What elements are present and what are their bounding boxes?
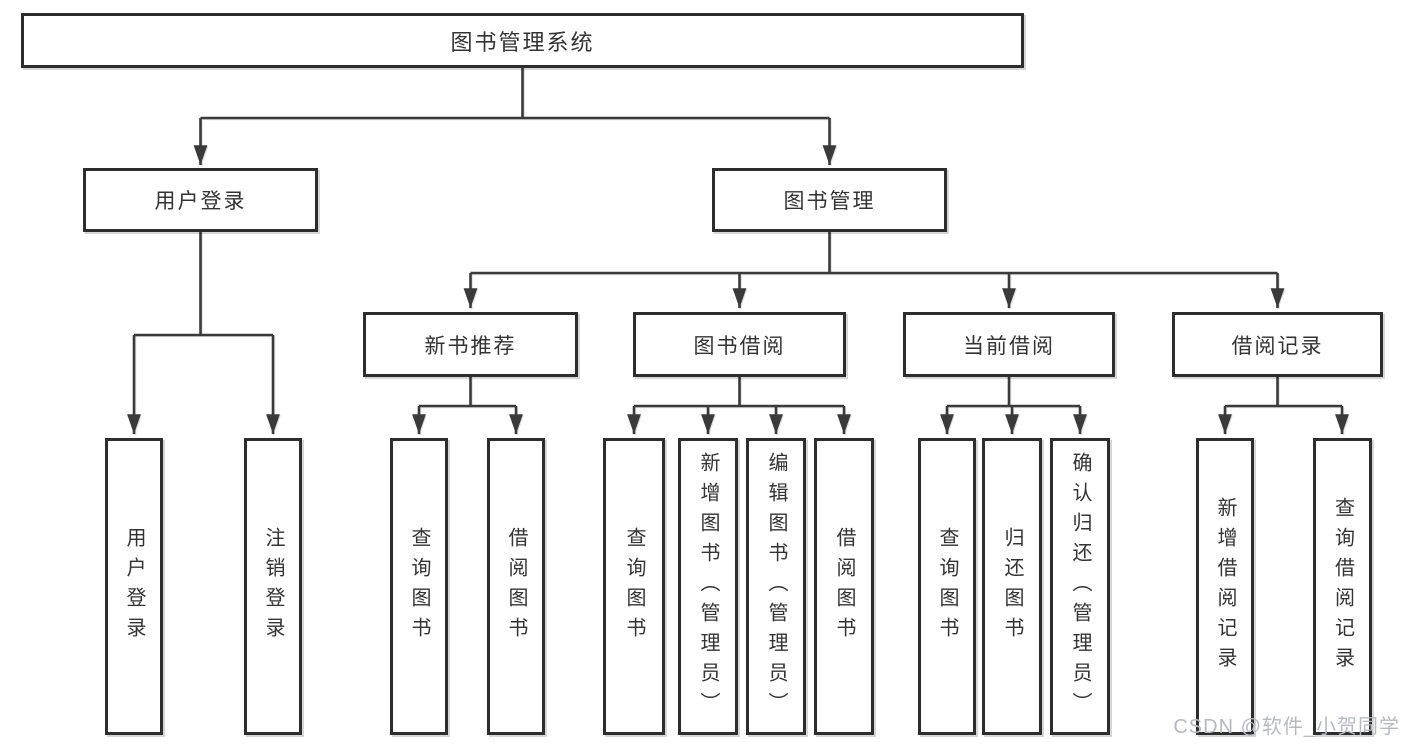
leaf-recommend-borrow-books: 借阅图书 [487,438,545,735]
leaf-borrow-edit-books-admin-label: 编辑图书（管理员） [765,451,787,722]
leaf-records-query-borrow-record-label: 查询借阅记录 [1331,496,1354,677]
connector-book-management-to-children [463,232,1285,308]
leaf-current-return-books-label: 归还图书 [1001,526,1023,647]
connector-root-to-level2 [193,68,837,165]
leaf-logout-label: 注销登录 [262,526,284,647]
node-book-borrow-label: 图书借阅 [693,334,786,358]
node-current-borrow-label: 当前借阅 [963,334,1055,358]
leaf-user-login-label: 用户登录 [123,526,145,647]
leaf-logout: 注销登录 [244,438,302,735]
leaf-borrow-query-books-label: 查询图书 [623,526,645,647]
leaf-borrow-add-books-admin-label: 新增图书（管理员） [697,451,719,722]
leaf-records-add-borrow-record: 新增借阅记录 [1196,438,1254,735]
leaf-current-query-books: 查询图书 [918,438,976,735]
connector-user-login-to-children [127,232,280,434]
node-new-book-recommend-label: 新书推荐 [424,334,517,358]
node-book-management-label: 图书管理 [783,190,876,213]
node-borrow-records-label: 借阅记录 [1231,334,1324,358]
leaf-borrow-borrow-books-label: 借阅图书 [833,526,855,647]
node-user-login: 用户登录 [83,168,318,232]
leaf-recommend-query-books: 查询图书 [390,438,448,735]
node-user-login-label: 用户登录 [154,190,247,213]
leaf-records-query-borrow-record: 查询借阅记录 [1313,438,1372,735]
node-root-label: 图书管理系统 [450,29,595,55]
connector-book-borrow-to-children [627,377,851,434]
connector-current-borrow-to-children [940,377,1087,434]
leaf-current-confirm-return-admin: 确认归还（管理员） [1050,438,1110,735]
connector-borrow-records-to-children [1218,377,1349,434]
node-borrow-records: 借阅记录 [1172,312,1383,377]
leaf-current-confirm-return-admin-label: 确认归还（管理员） [1069,451,1091,722]
leaf-borrow-edit-books-admin: 编辑图书（管理员） [746,438,806,735]
node-book-borrow: 图书借阅 [633,312,846,377]
leaf-borrow-query-books: 查询图书 [603,438,665,735]
leaf-user-login: 用户登录 [105,438,163,735]
leaf-current-query-books-label: 查询图书 [936,526,958,647]
leaf-records-add-borrow-record-label: 新增借阅记录 [1214,496,1236,677]
leaf-current-return-books: 归还图书 [982,438,1042,735]
csdn-watermark: CSDN @软件_小贺同学 [1173,716,1400,738]
node-new-book-recommend: 新书推荐 [363,312,578,377]
leaf-recommend-borrow-books-label: 借阅图书 [505,526,527,647]
leaf-borrow-borrow-books: 借阅图书 [814,438,874,735]
node-root: 图书管理系统 [21,13,1024,68]
leaf-borrow-add-books-admin: 新增图书（管理员） [678,438,738,735]
leaf-recommend-query-books-label: 查询图书 [408,526,430,647]
node-current-borrow: 当前借阅 [903,312,1115,377]
connector-new-book-recommend-to-children [412,377,523,434]
node-book-management: 图书管理 [712,168,947,232]
